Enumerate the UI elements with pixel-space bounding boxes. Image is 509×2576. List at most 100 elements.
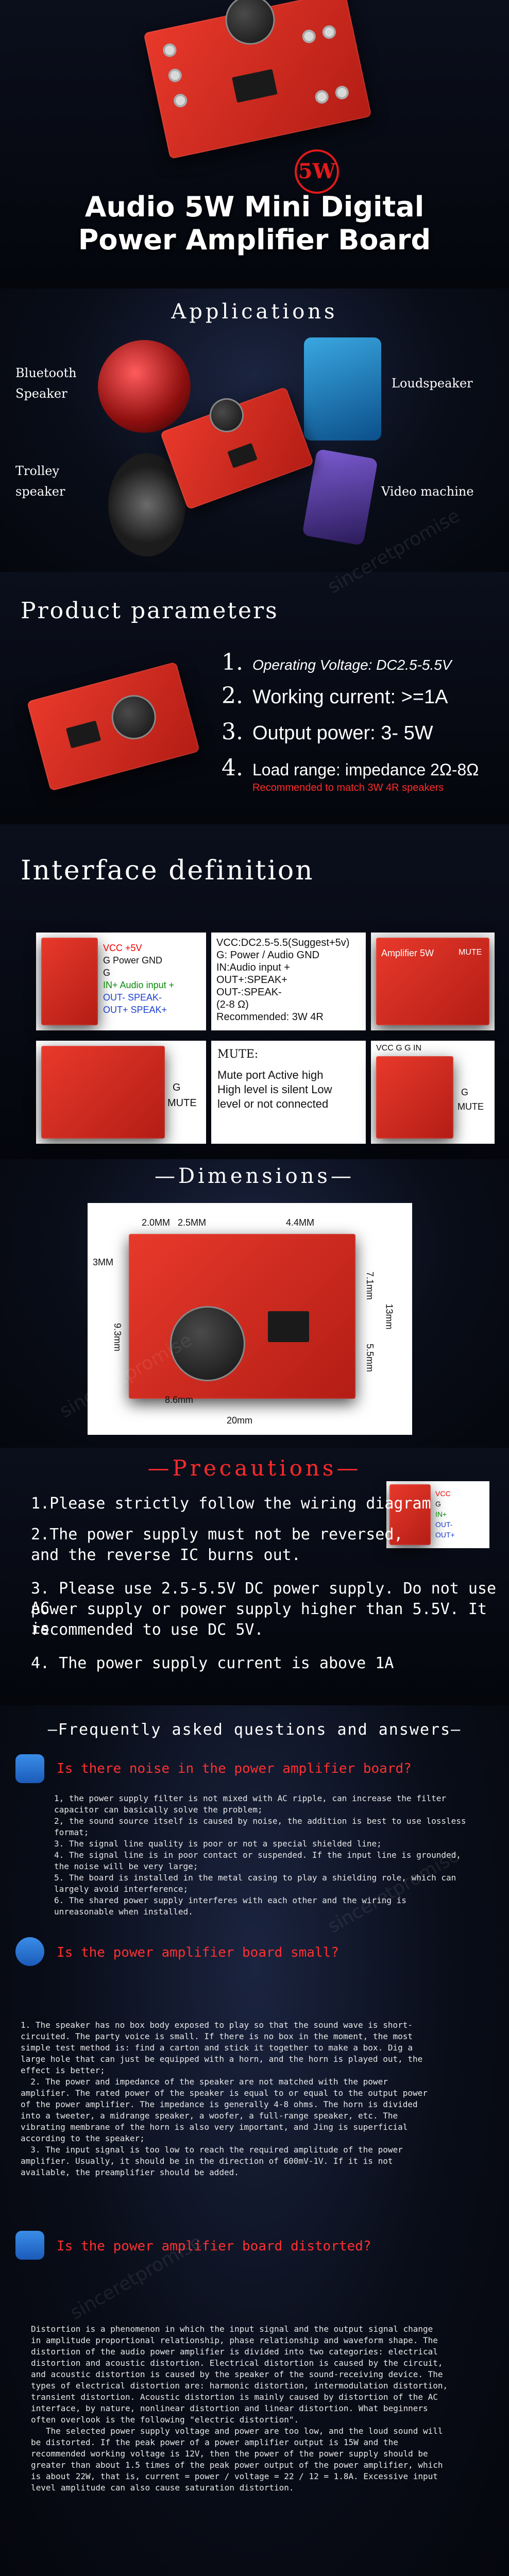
pin-out-plus-desc: SPEAK+ — [130, 1005, 167, 1015]
board-image — [129, 1234, 355, 1399]
faq-answer-line: is about 22W, that is, current = power /… — [31, 2471, 438, 2481]
faq-answer-line: of the power amplifier. The impedance is… — [21, 2099, 418, 2109]
amp-chip — [268, 1311, 309, 1342]
faq-answer-line: into a tweeter, a midrange speaker, a wo… — [21, 2111, 398, 2121]
interface-section: Interface definition VCC +5V G Power GND… — [0, 824, 509, 1159]
precautions-section: —Precautions— VCC G IN+ OUT- OUT+ 1.Plea… — [0, 1448, 509, 1705]
faq-answer-line: large hole that can just be equipped wit… — [21, 2054, 423, 2064]
pad — [314, 89, 330, 105]
faq-answer-line: be distorted. If the peak power of a pow… — [31, 2437, 398, 2447]
heading-dash: — — [155, 1164, 179, 1188]
pin-g: G — [103, 955, 111, 965]
faq-heading: —Frequently asked questions and answers— — [0, 1721, 509, 1739]
board-image: Amplifier 5W MUTE — [376, 938, 489, 1025]
mute-pin-mute: MUTE — [167, 1097, 197, 1109]
param-text: Working current: >=1A — [252, 686, 448, 708]
trolley-speaker-image — [108, 453, 185, 556]
pin-vcc-desc: +5V — [125, 943, 142, 953]
hero-board-image — [143, 0, 372, 159]
dimensions-heading-text: Dimensions — [178, 1164, 331, 1188]
param-text: Load range: impedance 2Ω-8Ω — [252, 760, 479, 779]
wiring-panel-2: VCC:DC2.5-5.5(Suggest+5v) G: Power / Aud… — [211, 933, 366, 1030]
app-label-bluetooth: Bluetooth — [15, 366, 77, 380]
capacitor — [205, 393, 249, 437]
precaution-3: 3. Please use 2.5-5.5V DC power supply. … — [31, 1580, 497, 1617]
spec-g-desc: Power / Audio GND — [230, 950, 320, 961]
param-text: Output power: 3- 5W — [252, 722, 433, 744]
faq-answer-line: in amplitude proportional relationship, … — [31, 2335, 438, 2345]
heading-dash: — — [147, 1455, 173, 1481]
pin-out-minus-desc: SPEAK- — [128, 992, 162, 1003]
dimensions-section: —Dimensions— 2.0MM 2.5MM 4.4MM 3MM 7.1mm… — [0, 1159, 509, 1448]
params-board-image — [26, 662, 200, 791]
heading-dash: — — [47, 1721, 58, 1739]
thumb-in: IN+ — [435, 1510, 447, 1518]
faq-question-1: Is there noise in the power amplifier bo… — [57, 1761, 412, 1776]
param-row-current: 2. Working current: >=1A — [222, 683, 448, 709]
pin-vcc: VCC — [103, 943, 123, 953]
faq-answer-line: capacitor can basically solve the proble… — [54, 1805, 263, 1815]
faq-answer-line: 6. The shared power supply interferes wi… — [54, 1895, 406, 1905]
mute-pin-g: G — [173, 1082, 181, 1093]
precautions-heading: —Precautions— — [0, 1455, 509, 1481]
video-machine-image — [302, 448, 378, 546]
precaution-1: 1.Please strictly follow the wiring diag… — [31, 1495, 431, 1513]
faq-answer-line: interface, by nature, nonlinear distorti… — [31, 2403, 428, 2413]
pin-out-minus: OUT- — [103, 992, 125, 1003]
mute-text-3: level or not connected — [217, 1097, 329, 1110]
capacitor — [220, 0, 280, 49]
spec-out-plus: OUT+:SPEAK+ — [216, 974, 287, 986]
faq-answer-line: transient distortion. Acoustic distortio… — [31, 2392, 438, 2402]
param-text: Operating Voltage: DC2.5-5.5V — [252, 657, 452, 673]
faq-answer-line: 2. The power and impedance of the speake… — [21, 2077, 388, 2087]
spec-g: G: — [216, 950, 228, 961]
wiring-panel-3: Amplifier 5W MUTE — [371, 933, 495, 1030]
spec-recommended: Recommended: 3W 4R — [216, 1011, 324, 1023]
param-recommendation-note: Recommended to match 3W 4R speakers — [252, 782, 444, 793]
wiring-panel-1: VCC +5V G Power GND G IN+ Audio input + … — [36, 933, 206, 1030]
mute-label: MUTE — [459, 948, 482, 957]
amplifier-label: Amplifier 5W — [381, 948, 434, 958]
power-seal: 5W — [295, 149, 339, 194]
pin-g-desc: Power GND — [113, 955, 163, 965]
dimensions-drawing: 2.0MM 2.5MM 4.4MM 3MM 7.1mm 13mm 9.3mm 5… — [88, 1203, 412, 1435]
pad — [301, 28, 317, 45]
dim-13mm: 13mm — [384, 1303, 395, 1330]
amp-chip — [232, 69, 278, 103]
dim-9-3mm: 9.3mm — [112, 1323, 123, 1352]
dim-8-6mm: 8.6mm — [165, 1395, 194, 1405]
pad — [172, 92, 189, 109]
faq-answer-line: largely avoid interference; — [54, 1884, 189, 1894]
dim-2mm: 2.0MM — [142, 1217, 171, 1228]
dim-4-4mm: 4.4MM — [286, 1217, 315, 1228]
pad — [161, 42, 178, 58]
faq-answer-1: 1, the power supply filter is not mixed … — [54, 1793, 497, 1918]
dim-5-5mm: 5.5mm — [365, 1343, 376, 1372]
thumb-out-plus: OUT+ — [435, 1531, 455, 1539]
params-section: Product parameters 1. Operating Voltage:… — [0, 572, 509, 824]
faq-answer-line: 1. The speaker has no box body exposed t… — [21, 2020, 413, 2030]
spec-g-row: G: Power / Audio GND — [216, 949, 361, 961]
faq-answer-line: effect is better; — [21, 2065, 105, 2075]
pad — [334, 84, 350, 101]
param-num: 3. — [222, 719, 243, 745]
capacitor — [170, 1306, 245, 1381]
faq-answer-line: 5. The board is installed in the metal c… — [54, 1873, 456, 1883]
interface-heading: Interface definition — [21, 855, 314, 886]
param-num: 1. — [222, 649, 243, 675]
mute-text-1: Mute port Active high — [217, 1069, 324, 1081]
pin-g-label: G — [461, 1087, 469, 1097]
board-image — [389, 1484, 431, 1545]
pad — [167, 67, 183, 83]
app-label-loudspeaker: Loudspeaker — [392, 376, 473, 391]
faq-section: —Frequently asked questions and answers—… — [0, 1705, 509, 2576]
pin-row-label: VCC G G IN — [376, 1044, 422, 1053]
pin-in: IN+ — [103, 980, 118, 990]
hero-section: 5W Audio 5W Mini Digital Power Amplifier… — [0, 0, 509, 289]
faq-answer-line: 1, the power supply filter is not mixed … — [54, 1793, 446, 1803]
spec-in: IN:Audio input + — [216, 962, 290, 973]
board-image — [41, 938, 98, 1025]
faq-question-3: Is the power amplifier board distorted? — [57, 2239, 371, 2254]
faq-answer-line: according to the speaker; — [21, 2133, 145, 2143]
mute-description-panel: MUTE: Mute port Active high High level i… — [211, 1041, 366, 1144]
